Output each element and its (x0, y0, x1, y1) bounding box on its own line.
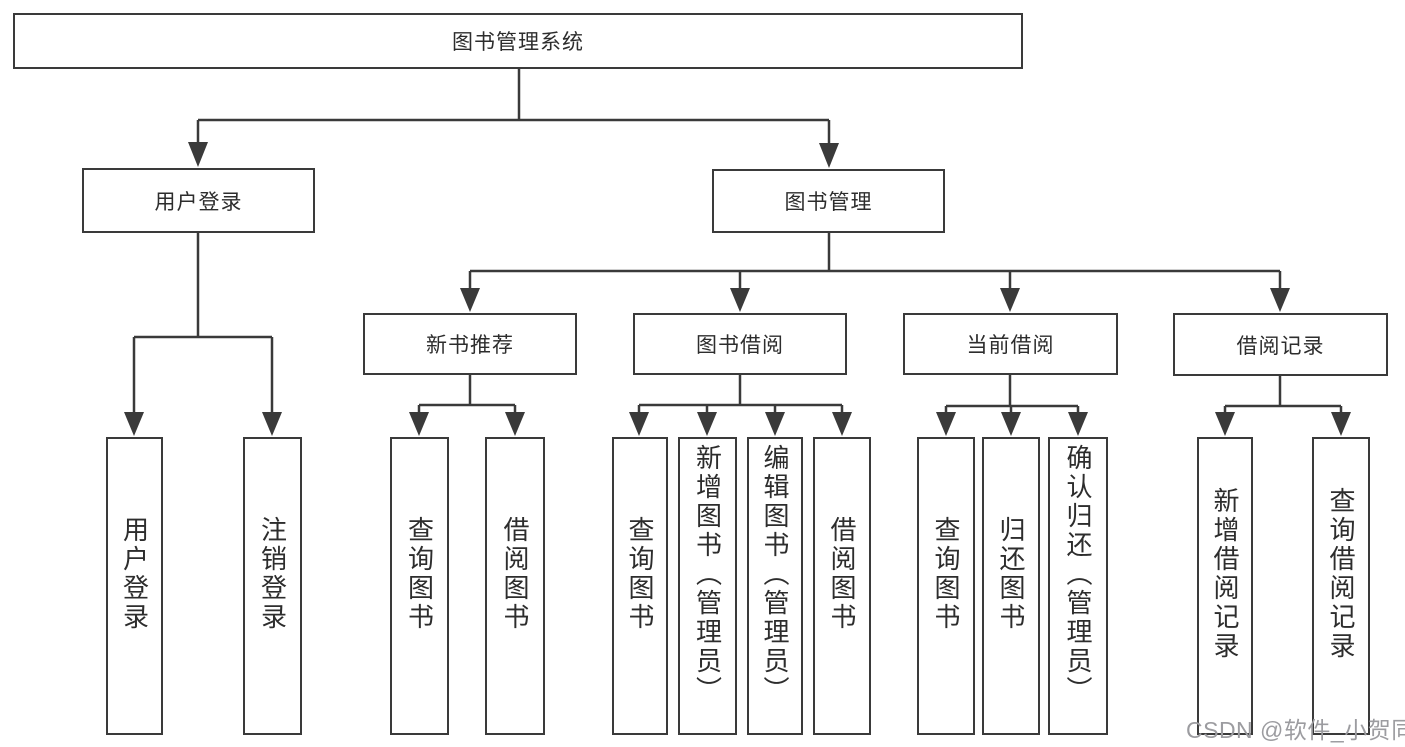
node-user-login: 用户登录 (82, 168, 315, 233)
leaf-recommend-borrow-book: 借阅图书 (485, 437, 545, 735)
node-current-borrow: 当前借阅 (903, 313, 1118, 375)
node-book-borrow: 图书借阅 (633, 313, 847, 375)
leaf-query-borrow-record: 查询借阅记录 (1312, 437, 1370, 735)
node-borrow-record: 借阅记录 (1173, 313, 1388, 376)
leaf-current-query-book: 查询图书 (917, 437, 975, 735)
leaf-edit-book-admin: 编辑图书（管理员） (747, 437, 803, 735)
node-new-book-recommend: 新书推荐 (363, 313, 577, 375)
leaf-user-login: 用户登录 (106, 437, 163, 735)
leaf-return-book: 归还图书 (982, 437, 1040, 735)
watermark: CSDN @软件_小贺同学 (1186, 717, 1405, 743)
leaf-recommend-query-book: 查询图书 (390, 437, 449, 735)
leaf-add-book-admin: 新增图书（管理员） (678, 437, 737, 735)
leaf-confirm-return-admin: 确认归还（管理员） (1048, 437, 1108, 735)
leaf-borrow-book: 借阅图书 (813, 437, 871, 735)
leaf-borrow-query-book: 查询图书 (612, 437, 668, 735)
leaf-logout: 注销登录 (243, 437, 302, 735)
leaf-add-borrow-record: 新增借阅记录 (1197, 437, 1253, 735)
node-root-system: 图书管理系统 (13, 13, 1023, 69)
node-book-management: 图书管理 (712, 169, 945, 233)
